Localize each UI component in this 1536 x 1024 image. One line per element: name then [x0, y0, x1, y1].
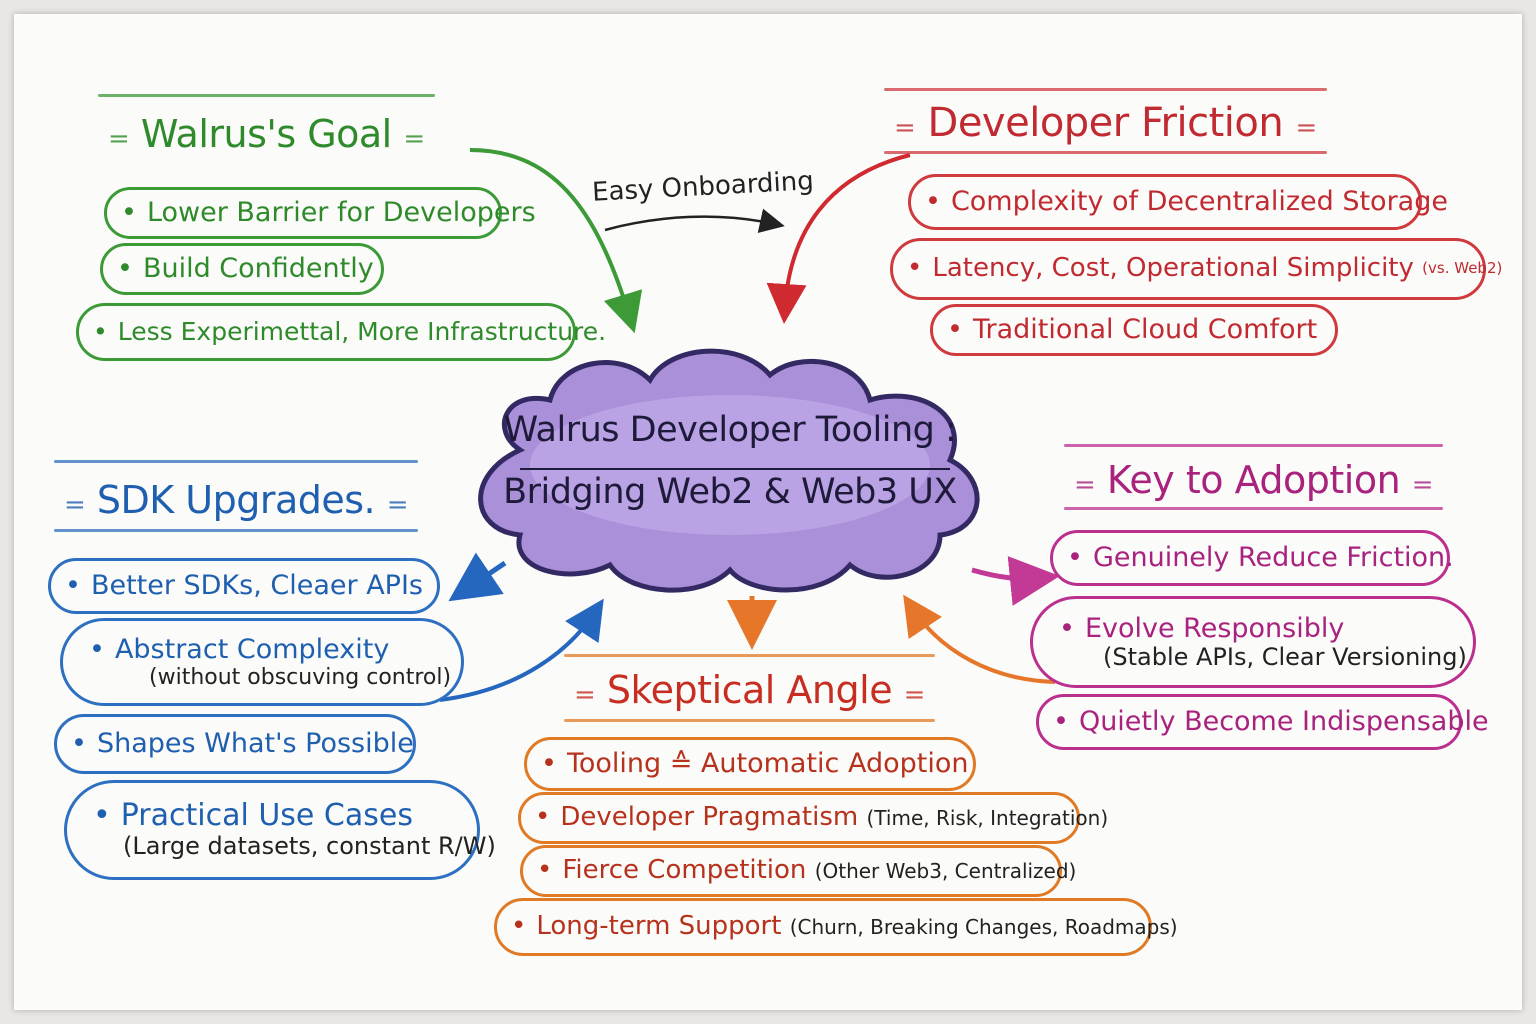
- skeptical-angle-title: = Skeptical Angle =: [564, 654, 935, 722]
- goal-item-build-confidently: •Build Confidently: [100, 243, 384, 295]
- center-cloud: [478, 348, 980, 593]
- arrow-center-to-sdk: [448, 552, 507, 602]
- arrow-easy-onboarding: [604, 208, 785, 234]
- arrow-center-to-adoption: [971, 556, 1060, 606]
- arrow-goal-to-center: [469, 148, 643, 334]
- skeptical-item-tooling: •Tooling ≙ Automatic Adoption: [524, 737, 976, 791]
- sdk-upgrades-title: = SDK Upgrades. =: [54, 460, 419, 532]
- goal-item-less-experimental: •Less Experimettal, More Infrastructure.: [76, 303, 606, 361]
- skeptical-item-competition: •Fierce Competition (Other Web3, Central…: [520, 845, 1076, 897]
- skeptical-item-long-term: •Long-term Support (Churn, Breaking Chan…: [494, 898, 1178, 956]
- center-title-underline: [520, 468, 950, 470]
- friction-item-cloud-comfort: •Traditional Cloud Comfort: [930, 304, 1338, 356]
- sdk-item-better-sdks: •Better SDKs, Cleaer APIs: [48, 558, 440, 614]
- center-title: Walrus Developer Tooling : Bridging Web2…: [450, 410, 1010, 512]
- sdk-item-abstract-complexity: •Abstract Complexity (without obscuving …: [60, 618, 464, 706]
- center-title-line2: Bridging Web2 & Web3 UX: [503, 472, 957, 512]
- sdk-item-shapes-possible: •Shapes What's Possible: [54, 714, 416, 774]
- key-to-adoption-title: = Key to Adoption =: [1064, 444, 1444, 510]
- friction-item-latency: •Latency, Cost, Operational Simplicity (…: [890, 238, 1502, 300]
- adoption-item-evolve: •Evolve Responsibly (Stable APIs, Clear …: [1030, 596, 1476, 688]
- skeptical-item-pragmatism: •Developer Pragmatism (Time, Risk, Integ…: [518, 792, 1108, 844]
- friction-item-complexity: •Complexity of Decentralized Storage: [908, 174, 1448, 230]
- sdk-item-practical-use-cases: •Practical Use Cases (Large datasets, co…: [64, 780, 496, 880]
- developer-friction-title: = Developer Friction =: [884, 88, 1327, 154]
- center-title-line1: Walrus Developer Tooling :: [503, 410, 957, 450]
- arrow-friction-to-center: [766, 153, 911, 324]
- goal-item-lower-barrier: •Lower Barrier for Developers: [104, 187, 536, 239]
- adoption-item-indispensable: •Quietly Become Indispensable: [1036, 694, 1489, 750]
- arrow-sdk-to-center: [439, 598, 604, 702]
- adoption-item-reduce-friction: •Genuinely Reduce Friction.: [1050, 530, 1454, 586]
- arrow-adoption-to-center: [903, 594, 1056, 684]
- walrus-goal-title: = Walrus's Goal =: [98, 94, 435, 156]
